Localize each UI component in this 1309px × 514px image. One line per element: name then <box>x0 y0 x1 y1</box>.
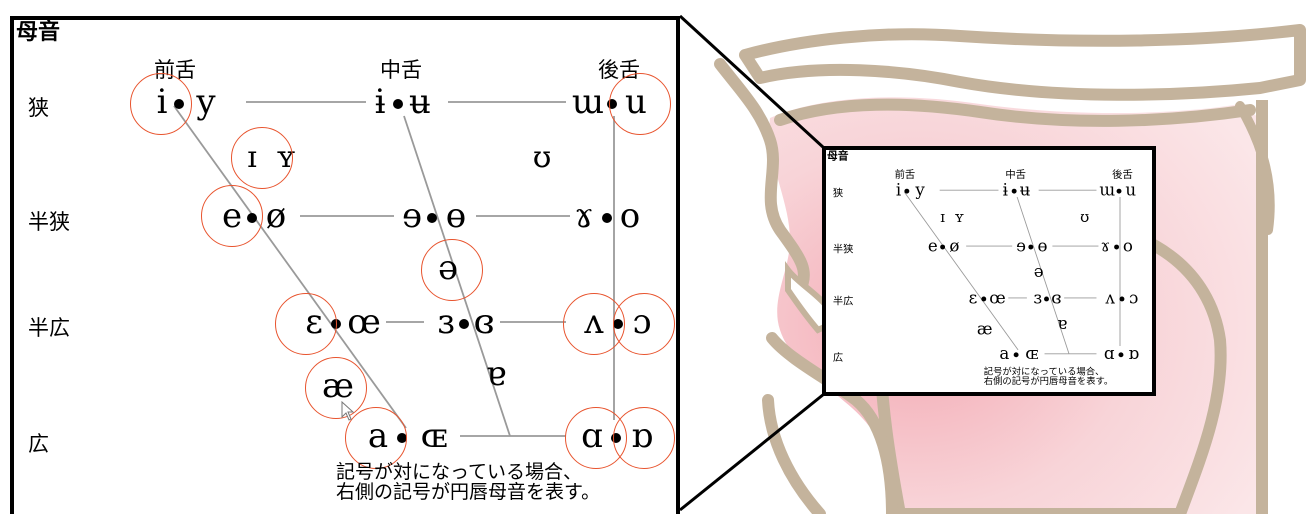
chart-note: 記号が対になっている場合、 右側の記号が円唇母音を表す。 <box>336 462 600 502</box>
vowel-reversed-epsilon[interactable]: ɜ <box>1033 288 1042 308</box>
highlight-circle <box>130 73 192 135</box>
vowel-barred-o[interactable]: ɵ <box>445 196 467 236</box>
row-close-mid: 半狭 <box>28 210 70 234</box>
vowel-barred-o[interactable]: ɵ <box>1037 236 1048 256</box>
vowel-u-bar[interactable]: ʉ <box>409 82 431 122</box>
vowel-u-bar[interactable]: ʉ <box>1019 180 1031 200</box>
vowel-o-slash[interactable]: ø <box>949 236 960 256</box>
row-open-mid: 半広 <box>832 295 854 307</box>
vowel-i-bar[interactable]: ɨ <box>1002 180 1009 200</box>
pair-dot <box>1114 244 1120 250</box>
vowel-oe[interactable]: œ <box>989 288 1006 308</box>
pair-dot <box>427 213 437 223</box>
highlight-circle <box>609 73 671 135</box>
vowel-i-bar[interactable]: ɨ <box>374 82 386 122</box>
mouse-pointer-icon <box>341 401 355 421</box>
vowel-turned-a[interactable]: ɐ <box>1057 313 1068 334</box>
vowel-reversed-e[interactable]: ɘ <box>1016 236 1026 256</box>
vowel-u[interactable]: u <box>1125 180 1137 200</box>
highlight-circle <box>421 239 483 301</box>
vowel-upsilon[interactable]: ʊ <box>532 140 552 175</box>
vowel-y[interactable]: y <box>196 82 216 122</box>
column-front: 前舌 <box>894 168 916 181</box>
pair-dot <box>1116 188 1122 194</box>
pair-dot <box>602 213 612 223</box>
row-open: 広 <box>28 432 49 456</box>
chart-title: 母音 <box>16 19 61 45</box>
row-close: 狭 <box>832 187 844 199</box>
vowel-ash[interactable]: æ <box>976 319 993 340</box>
highlight-circle <box>613 293 675 355</box>
vowel-small-capital-y[interactable]: ʏ <box>954 208 965 226</box>
pair-dot <box>1119 296 1125 302</box>
vowel-turned-m[interactable]: ɯ <box>1099 180 1116 200</box>
vowel-closed-reversed-epsilon[interactable]: ɞ <box>1051 288 1062 308</box>
row-close-mid: 半狭 <box>832 243 854 255</box>
vowel-reversed-epsilon[interactable]: ɜ <box>437 302 455 342</box>
column-central: 中舌 <box>1005 168 1026 181</box>
hard-palate <box>774 98 1256 127</box>
row-open-mid: 半広 <box>28 316 70 340</box>
vowel-oe[interactable]: œ <box>347 302 381 342</box>
highlight-circle <box>345 407 407 469</box>
pair-dot <box>940 244 946 250</box>
pair-dot <box>1011 188 1017 194</box>
vowel-small-capital-i[interactable]: ɪ <box>940 208 945 226</box>
vowel-epsilon[interactable]: ɛ <box>968 288 978 308</box>
note-line-2: 右側の記号が円唇母音を表す。 <box>983 375 1114 387</box>
vowel-y[interactable]: y <box>915 180 925 200</box>
vowel-rams-horns[interactable]: ɤ <box>574 196 594 236</box>
vowel-small-capital-oe[interactable]: ɶ <box>420 416 448 456</box>
highlight-circle <box>201 185 263 247</box>
vowel-o-slash[interactable]: ø <box>265 196 287 236</box>
vowel-o[interactable]: o <box>619 196 641 236</box>
vowel-o[interactable]: o <box>1122 236 1133 256</box>
pair-dot <box>1044 296 1049 302</box>
velum <box>1235 101 1275 235</box>
mini-vowel-chart: 母音 前舌 中舌 後舌 狭 半狭 半広 広 i y ɨ ʉ ɯ u ɪ ʏ ʊ … <box>822 146 1156 396</box>
column-back: 後舌 <box>1112 168 1133 181</box>
vowel-chart-content: 母音 前舌 中舌 後舌 狭 半狭 半広 広 i y ɨ ʉ ɯ u ɪ ʏ ʊ … <box>14 20 676 514</box>
lower-lip <box>766 332 898 514</box>
vowel-small-capital-oe[interactable]: ɶ <box>1025 344 1039 364</box>
vowel-e[interactable]: e <box>927 236 938 256</box>
vowel-i[interactable]: i <box>895 180 902 200</box>
vowel-rams-horns[interactable]: ɤ <box>1100 236 1111 256</box>
chart-title: 母音 <box>826 149 849 163</box>
highlight-circle <box>275 293 337 355</box>
column-central: 中舌 <box>380 58 422 82</box>
mini-vowel-chart-content: 母音 前舌 中舌 後舌 狭 半狭 半広 広 i y ɨ ʉ ɯ u ɪ ʏ ʊ … <box>826 149 1152 392</box>
vowel-schwa[interactable]: ə <box>1033 261 1044 282</box>
pair-dot <box>1028 244 1034 250</box>
vowel-upsilon[interactable]: ʊ <box>1080 208 1090 226</box>
highlight-circle <box>231 127 293 189</box>
vowel-closed-reversed-epsilon[interactable]: ɞ <box>473 302 495 342</box>
note-line-2: 右側の記号が円唇母音を表す。 <box>336 481 601 503</box>
row-close: 狭 <box>28 96 49 120</box>
zoomed-vowel-chart: 母音 前舌 中舌 後舌 狭 半狭 半広 広 i y ɨ ʉ ɯ u ɪ ʏ ʊ … <box>10 16 680 514</box>
vowel-turned-m[interactable]: ɯ <box>571 82 605 122</box>
vowel-turned-v[interactable]: ʌ <box>1105 288 1115 308</box>
pair-dot <box>459 319 469 329</box>
row-open: 広 <box>832 351 844 364</box>
pair-dot <box>1118 352 1124 358</box>
highlight-circle <box>613 407 675 469</box>
vowel-turned-a[interactable]: ɐ <box>485 354 507 394</box>
upper-arch <box>739 24 1306 101</box>
pair-dot <box>1013 352 1019 358</box>
vowel-script-a[interactable]: ɑ <box>1103 344 1115 364</box>
note-line-1: 記号が対になっている場合、 <box>336 461 583 483</box>
vowel-a[interactable]: a <box>999 344 1010 364</box>
chart-note: 記号が対になっている場合、 右側の記号が円唇母音を表す。 <box>984 367 1113 387</box>
pair-dot <box>981 296 987 302</box>
pair-dot <box>904 188 910 194</box>
vowel-reversed-e[interactable]: ɘ <box>401 196 423 236</box>
vowel-turned-script-a[interactable]: ɒ <box>1128 344 1140 364</box>
vowel-trapezoid-lines <box>904 189 1121 355</box>
note-line-1: 記号が対になっている場合、 <box>983 366 1105 377</box>
vowel-open-o[interactable]: ɔ <box>1129 288 1139 308</box>
pair-dot <box>393 99 403 109</box>
highlight-circle <box>305 357 367 419</box>
